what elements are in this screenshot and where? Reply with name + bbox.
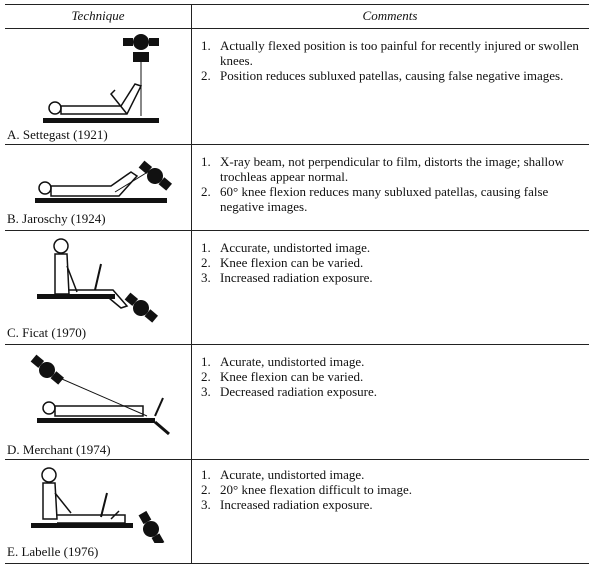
table-row: E. Labelle (1976) 1.Acurate, undistorted… [5,459,589,563]
list-item: 3.Increased radiation exposure. [201,270,373,285]
list-item: 2.60° knee flexion reduces many subluxed… [201,184,549,214]
list-item: 2.Knee flexion can be varied. [201,255,364,270]
list-item: 2.Knee flexion can be varied. [201,369,364,384]
list-item: 3.Decreased radiation exposure. [201,384,378,399]
row-divider [5,230,589,231]
column-divider [191,4,192,563]
table-row: D. Merchant (1974) 1.Acurate, undistorte… [5,344,589,459]
comment-list: 1.Actually flexed position is too painfu… [201,38,585,83]
settegast-illustration-icon [15,34,183,128]
row-divider [5,344,589,345]
comment-list: 1.Acurate, undistorted image. 2.20° knee… [201,467,585,512]
ficat-illustration-icon [15,236,183,324]
technique-label: B. Jaroschy (1924) [7,211,106,226]
labelle-illustration-icon [15,465,183,543]
header-rule [5,28,589,29]
list-item: 1.Acurate, undistorted image. [201,467,365,482]
list-item: 3.Increased radiation exposure. [201,497,373,512]
list-item: 1.Acurate, undistorted image. [201,354,365,369]
row-divider [5,459,589,460]
table-row: C. Ficat (1970) 1.Accurate, undistorted … [5,230,589,344]
list-item: 1.Actually flexed position is too painfu… [201,38,579,68]
table-row: A. Settegast (1921) 1.Actually flexed po… [5,28,589,144]
table-bottom-rule [5,563,589,564]
header-comments: Comments [362,8,418,23]
technique-label: A. Settegast (1921) [7,127,108,142]
table-top-rule [5,4,589,5]
technique-label: C. Ficat (1970) [7,325,87,340]
header-technique: Technique [71,8,125,23]
comment-list: 1.X-ray beam, not perpendicular to film,… [201,154,585,214]
technique-label: E. Labelle (1976) [7,544,99,559]
list-item: 2.20° knee flexation difficult to image. [201,482,412,497]
jaroschy-illustration-icon [15,152,183,210]
row-divider [5,144,589,145]
table-row: B. Jaroschy (1924) 1.X-ray beam, not per… [5,144,589,230]
comment-list: 1.Acurate, undistorted image. 2.Knee fle… [201,354,585,399]
merchant-illustration-icon [15,350,183,440]
comment-list: 1.Accurate, undistorted image. 2.Knee fl… [201,240,585,285]
list-item: 2.Position reduces subluxed patellas, ca… [201,68,564,83]
list-item: 1.Accurate, undistorted image. [201,240,371,255]
technique-label: D. Merchant (1974) [7,442,111,457]
list-item: 1.X-ray beam, not perpendicular to film,… [201,154,565,184]
